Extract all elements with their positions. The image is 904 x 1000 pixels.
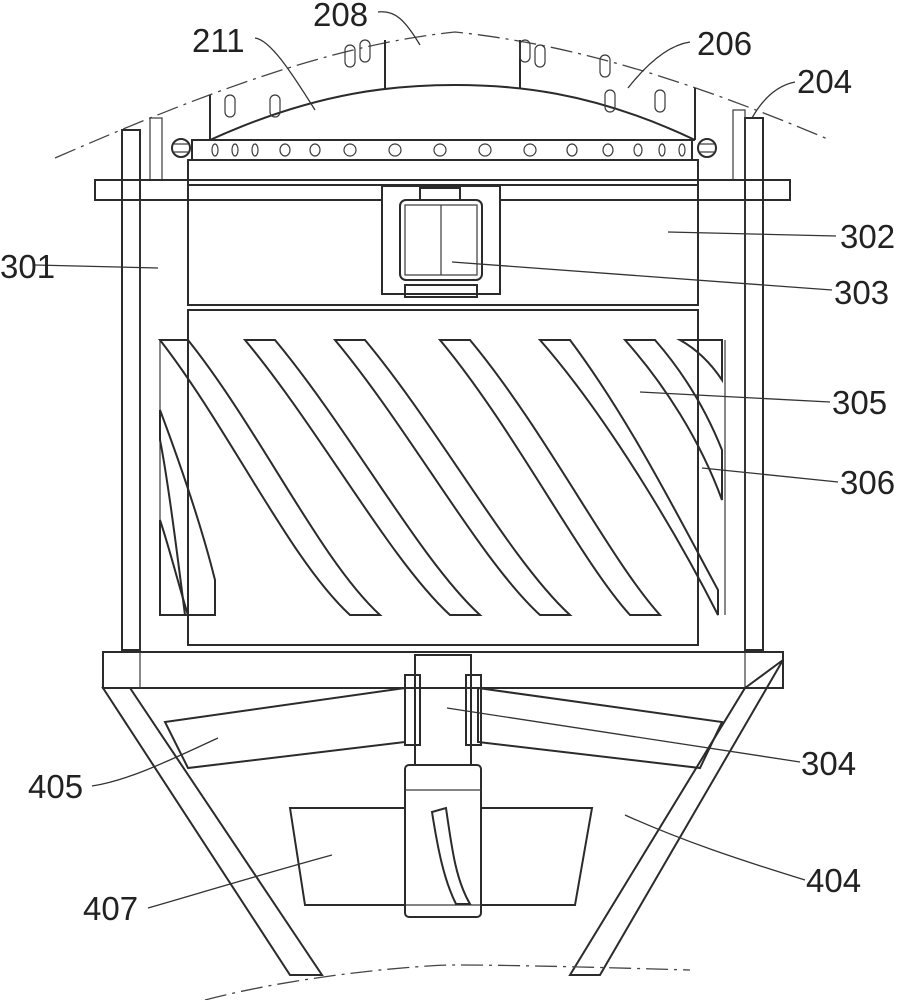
leader-303	[451, 261, 833, 291]
label-306: 306	[840, 464, 895, 501]
label-305: 305	[832, 384, 887, 421]
lower-assembly	[101, 651, 784, 1000]
label-301: 301	[0, 248, 55, 285]
label-304: 304	[801, 745, 856, 782]
leader-306	[701, 467, 839, 483]
reference-labels: 208 211 206 204 301 302 303 305 306 304 …	[0, 0, 895, 927]
leader-302	[667, 231, 837, 237]
label-206: 206	[697, 25, 752, 62]
label-208: 208	[313, 0, 368, 33]
label-302: 302	[840, 218, 895, 255]
dome-slots	[224, 39, 666, 118]
helical-flights	[157, 339, 723, 616]
leader-405	[91, 737, 219, 787]
leader-301	[34, 264, 159, 269]
label-405: 405	[28, 768, 83, 805]
label-211: 211	[192, 22, 245, 59]
label-407: 407	[83, 890, 138, 927]
motor-block	[187, 184, 699, 311]
leader-211	[254, 37, 316, 111]
label-303: 303	[834, 274, 889, 311]
screw-rotor	[157, 309, 726, 653]
leader-208	[377, 11, 421, 46]
leader-304	[446, 707, 801, 763]
leader-206	[627, 41, 691, 89]
leader-404	[624, 814, 806, 881]
label-404: 404	[806, 862, 861, 899]
leader-305	[639, 391, 831, 403]
leader-204	[751, 81, 796, 119]
label-204: 204	[797, 63, 852, 100]
leader-lines	[34, 11, 839, 909]
leader-407	[147, 854, 333, 909]
perforation-holes	[211, 143, 686, 157]
